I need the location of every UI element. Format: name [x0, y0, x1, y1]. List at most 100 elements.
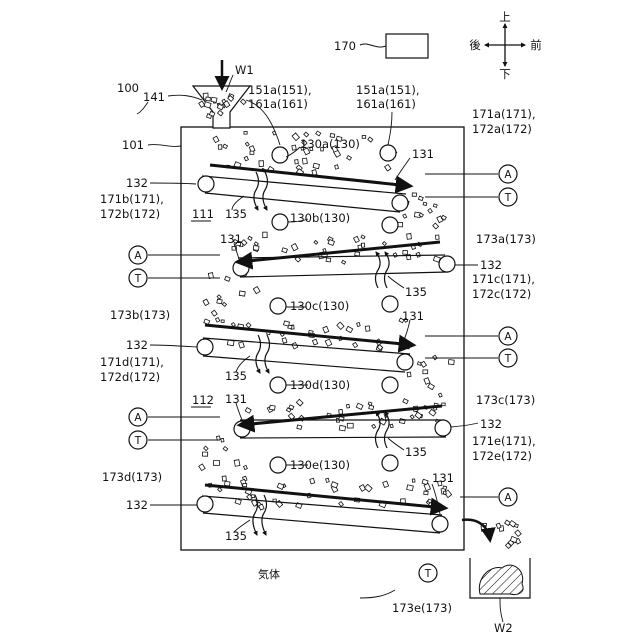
leader-lines — [137, 75, 503, 622]
particle — [259, 161, 264, 167]
particle — [448, 360, 454, 365]
particle — [296, 399, 303, 406]
particle — [357, 323, 361, 327]
label-135-e: 135 — [225, 529, 247, 543]
direction-back: 後 — [469, 38, 481, 52]
particle — [428, 209, 433, 214]
label-w1: W1 — [235, 63, 254, 77]
conveyor-belt-b — [233, 242, 455, 277]
particle — [251, 495, 255, 498]
particle — [245, 142, 249, 146]
label-172b: 172b(172) — [100, 207, 160, 221]
particle — [421, 361, 427, 367]
particle — [433, 204, 437, 207]
svg-text:A: A — [134, 412, 142, 424]
particle — [203, 452, 208, 456]
particle — [407, 485, 414, 491]
particle — [326, 258, 331, 262]
particle — [424, 484, 430, 491]
particle — [354, 236, 360, 242]
label-130a: 130a(130) — [300, 137, 360, 151]
label-173c: 173c(173) — [476, 393, 535, 407]
particle — [297, 425, 302, 429]
particle — [246, 323, 251, 328]
label-130e: 130e(130) — [290, 458, 350, 472]
particle — [211, 310, 217, 316]
particle — [269, 405, 275, 410]
label-171d: 171d(171), — [100, 355, 164, 369]
particle — [223, 144, 228, 148]
svg-text:T: T — [424, 568, 432, 580]
particle — [416, 252, 421, 257]
particle — [248, 236, 252, 240]
particle — [213, 136, 219, 142]
particle — [347, 156, 352, 161]
particle — [407, 234, 412, 240]
particle — [291, 244, 298, 251]
particle — [337, 322, 344, 329]
particle — [295, 160, 299, 164]
particle — [515, 530, 521, 537]
label-w2: W2 — [494, 621, 513, 635]
particle — [423, 202, 427, 205]
particle — [243, 483, 247, 487]
particle — [403, 399, 408, 404]
particle — [423, 370, 428, 374]
particle — [361, 235, 365, 239]
particle — [239, 342, 245, 348]
particle — [438, 393, 442, 397]
sensor-t-5: T — [419, 564, 437, 582]
svg-text:T: T — [504, 192, 512, 204]
label-171b: 171b(171), — [100, 192, 164, 206]
particle — [407, 372, 411, 377]
particle — [424, 491, 428, 495]
particle — [244, 132, 247, 135]
particle — [263, 232, 267, 238]
particle — [383, 481, 389, 487]
label-131-a: 131 — [412, 147, 434, 161]
particle — [368, 402, 372, 405]
label-132-b: 132 — [480, 258, 502, 272]
particle — [424, 378, 430, 385]
svg-text:A: A — [504, 169, 512, 181]
sensor-a-3: A — [499, 327, 517, 345]
label-131-e: 131 — [432, 471, 454, 485]
particle — [364, 484, 372, 492]
particle — [346, 326, 353, 332]
particle — [443, 491, 446, 495]
label-172a: 172a(172) — [472, 122, 532, 136]
label-172d: 172d(172) — [100, 370, 160, 384]
particle — [217, 299, 222, 304]
label-130c: 130c(130) — [290, 299, 349, 313]
particle — [505, 520, 511, 525]
particle — [235, 499, 241, 505]
particle — [211, 97, 217, 102]
particle — [385, 164, 391, 171]
particle — [282, 338, 287, 344]
svg-text:A: A — [504, 492, 512, 504]
particle — [218, 488, 222, 492]
particle — [239, 291, 245, 296]
label-135-c: 135 — [225, 369, 247, 383]
label-173d: 173d(173) — [102, 470, 162, 484]
label-101: 101 — [122, 138, 144, 152]
particle — [312, 339, 317, 345]
label-170: 170 — [334, 39, 356, 53]
label-173a: 173a(173) — [476, 232, 536, 246]
particle — [353, 342, 358, 347]
particle — [225, 276, 231, 281]
label-112: 112 — [192, 393, 214, 407]
particle — [310, 478, 315, 484]
particle — [403, 214, 407, 218]
label-172c: 172c(172) — [472, 287, 531, 301]
label-gas: 気体 — [258, 567, 280, 581]
direction-indicator — [485, 24, 525, 66]
particle — [339, 502, 344, 507]
sensor-t-2: T — [129, 269, 147, 287]
label-173e: 173e(173) — [392, 601, 452, 615]
label-135-a: 135 — [225, 207, 247, 221]
label-151a: 151a(151), — [248, 83, 312, 97]
particle — [223, 447, 228, 452]
label-132-e: 132 — [126, 498, 148, 512]
